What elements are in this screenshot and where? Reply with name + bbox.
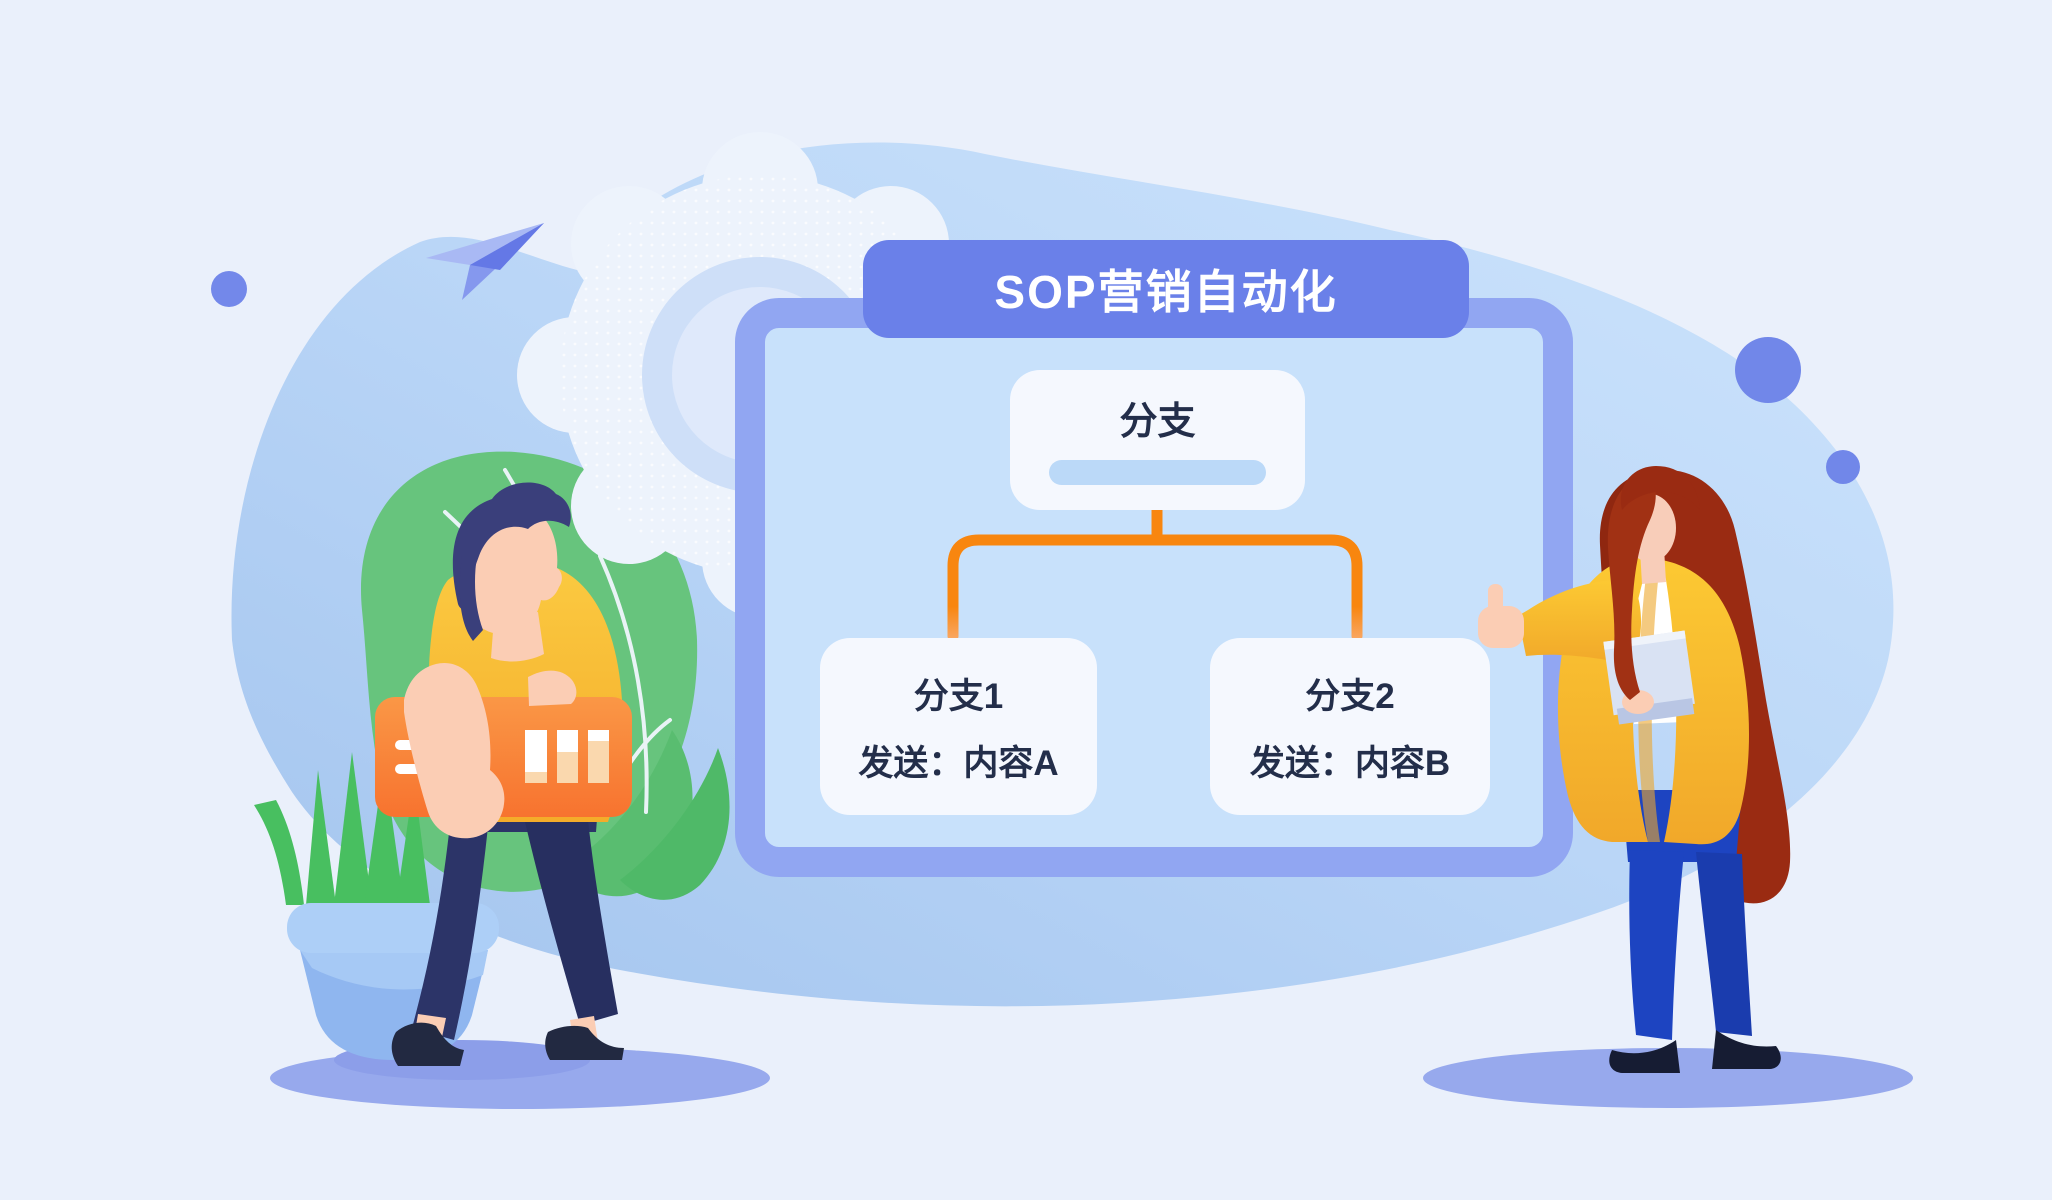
decor-circle-left <box>211 271 247 307</box>
grass-blades <box>254 752 430 905</box>
man-leg-back <box>520 800 618 1025</box>
branch2-subtitle: 发送：内容B <box>1249 743 1451 783</box>
ground-shadows <box>270 1040 1913 1109</box>
man-grip-hand <box>528 670 577 706</box>
woman-hair-front <box>1607 472 1656 700</box>
man-hair <box>452 482 571 610</box>
woman-shadow <box>1423 1048 1913 1108</box>
root-node-label: 分支 <box>1119 401 1196 443</box>
man-hair-side <box>459 556 483 641</box>
branch1-subtitle: 发送：内容A <box>858 743 1059 783</box>
decor-circle-right-large <box>1735 337 1801 403</box>
woman-shoe-right <box>1712 1030 1781 1069</box>
branch-selector-pill <box>1049 460 1266 485</box>
man-shoe-left <box>391 1022 464 1066</box>
flow-node-root: 分支 <box>1010 370 1305 510</box>
man-shoe-right <box>545 1025 624 1060</box>
connector-bracket <box>947 534 1363 642</box>
branch1-title: 分支1 <box>913 676 1004 716</box>
man-front-arm <box>404 662 505 839</box>
decor-circle-right-small <box>1826 450 1860 484</box>
card-bar-chart <box>525 730 609 783</box>
flow-title: SOP营销自动化 <box>994 266 1338 318</box>
woman-leg-back <box>1696 852 1752 1036</box>
flow-title-banner: SOP营销自动化 <box>863 240 1469 338</box>
woman-leg-front <box>1629 850 1684 1040</box>
branch2-title: 分支2 <box>1305 676 1395 716</box>
flow-node-branch1: 分支1 发送：内容A <box>820 638 1097 815</box>
flow-node-branch2: 分支2 发送：内容B <box>1210 638 1490 815</box>
man-figure <box>375 482 632 1066</box>
woman-hair-top <box>1620 466 1700 510</box>
thumbs-up-hand <box>1478 584 1524 648</box>
woman-shoe-left <box>1609 1040 1680 1073</box>
paper-plane-icon <box>426 223 544 300</box>
woman-figure <box>1478 466 1791 1073</box>
man-leg-front <box>412 805 490 1040</box>
